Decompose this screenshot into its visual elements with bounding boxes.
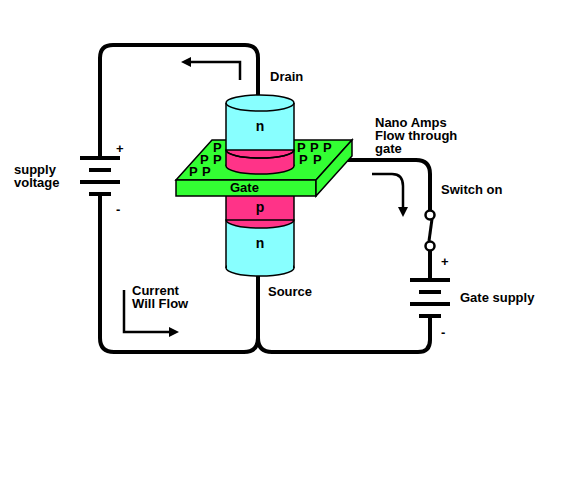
battery-label: supply voltage bbox=[14, 163, 76, 189]
supply-battery bbox=[80, 158, 120, 194]
n-region: n bbox=[226, 104, 294, 148]
region-letter: P bbox=[313, 153, 322, 166]
battery-plate bbox=[410, 302, 450, 306]
note-text: Current Will Flow bbox=[132, 284, 204, 310]
terminal-label: Drain bbox=[270, 70, 303, 83]
battery-plate bbox=[419, 290, 441, 294]
gate-current-arrow bbox=[372, 174, 403, 212]
region-letter: n bbox=[256, 120, 265, 133]
switch-contact bbox=[426, 242, 435, 251]
region-letter: n bbox=[256, 237, 265, 250]
n-region: n bbox=[226, 222, 294, 264]
gate-label: Gate bbox=[230, 181, 259, 194]
p-region-shape bbox=[226, 220, 294, 228]
p-region: p bbox=[226, 196, 294, 218]
cylinder-top bbox=[226, 95, 294, 111]
battery-plate bbox=[80, 156, 120, 160]
gate-wire bbox=[348, 160, 430, 210]
terminal-label: Source bbox=[268, 285, 312, 298]
battery-plate bbox=[80, 180, 120, 184]
current-arrow bbox=[186, 62, 240, 80]
battery-label: Gate supply bbox=[460, 291, 534, 304]
p-region-shape bbox=[226, 150, 294, 166]
lower-cylinder bbox=[226, 185, 294, 276]
n-region-shape bbox=[226, 220, 294, 268]
note-text: Nano Amps Flow through gate bbox=[375, 116, 470, 155]
region-boundary bbox=[226, 150, 294, 158]
p-region-shape bbox=[226, 150, 294, 158]
polarity-sign: - bbox=[441, 326, 445, 339]
source-gate-wire bbox=[258, 316, 430, 352]
polarity-sign: - bbox=[116, 203, 120, 216]
cylinder-side bbox=[293, 103, 295, 166]
region-letter: p bbox=[256, 201, 265, 214]
switch-lever bbox=[429, 219, 432, 241]
gate-battery bbox=[410, 280, 450, 316]
battery-plate bbox=[419, 314, 441, 318]
cylinder-side bbox=[293, 185, 295, 268]
switch-wire bbox=[428, 250, 432, 280]
polarity-sign: + bbox=[441, 255, 449, 268]
battery-plate bbox=[410, 278, 450, 282]
switch-contact bbox=[426, 211, 435, 220]
region-letter: P bbox=[299, 153, 308, 166]
gate-plate-front bbox=[176, 180, 316, 196]
switch-label: Switch on bbox=[441, 183, 502, 196]
region-letter: P bbox=[189, 165, 198, 178]
gate-plate-side bbox=[316, 140, 352, 196]
gate-plate: PPPPPPPPPPGate bbox=[176, 140, 352, 196]
cylinder-side bbox=[225, 185, 227, 268]
upper-cylinder bbox=[226, 95, 294, 174]
switch-symbol bbox=[426, 211, 435, 251]
polarity-sign: + bbox=[116, 142, 124, 155]
n-region-shape bbox=[227, 220, 293, 268]
region-letter: P bbox=[323, 141, 332, 154]
region-letter: P bbox=[202, 165, 211, 178]
battery-plate bbox=[89, 168, 111, 172]
battery-plate bbox=[89, 192, 111, 196]
region-letter: P bbox=[213, 153, 222, 166]
cylinder-side bbox=[225, 103, 227, 166]
